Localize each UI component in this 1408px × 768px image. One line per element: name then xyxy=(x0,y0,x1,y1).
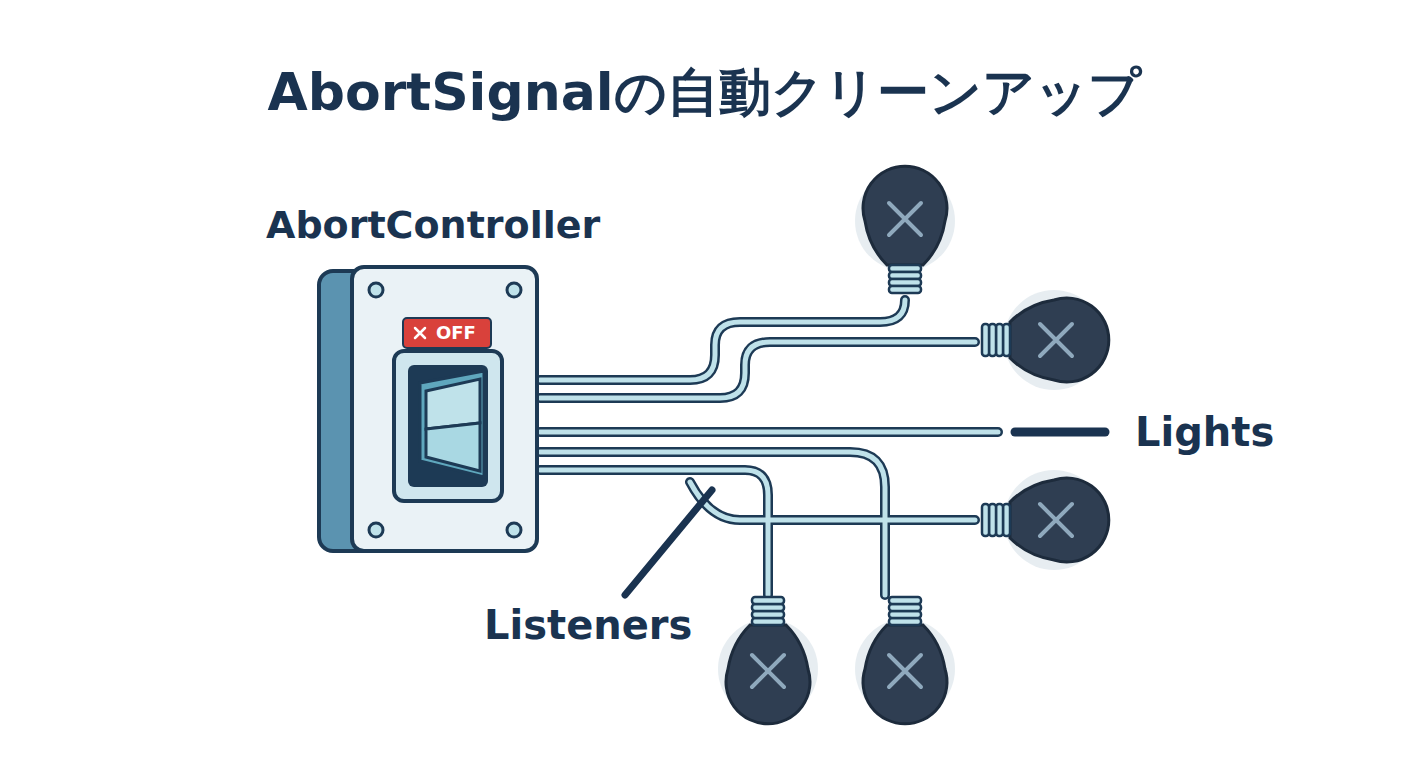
light-bulb xyxy=(855,597,955,724)
off-badge: OFF xyxy=(402,317,492,349)
diagram-title: AbortSignalの自動クリーンアップ xyxy=(267,58,1140,128)
switch-box: AbortControllerOFF xyxy=(316,265,540,555)
switch-heading: AbortController xyxy=(266,203,600,247)
light-bulb xyxy=(982,290,1109,390)
light-bulb xyxy=(982,470,1109,570)
badge-label: OFF xyxy=(436,322,476,343)
switch-plate xyxy=(316,265,540,555)
light-bulbs xyxy=(718,166,1109,724)
light-bulb xyxy=(855,166,955,293)
listeners-label: Listeners xyxy=(484,602,692,648)
light-bulb xyxy=(718,597,818,724)
cross-icon xyxy=(412,325,428,341)
lights-label: Lights xyxy=(1135,409,1274,455)
